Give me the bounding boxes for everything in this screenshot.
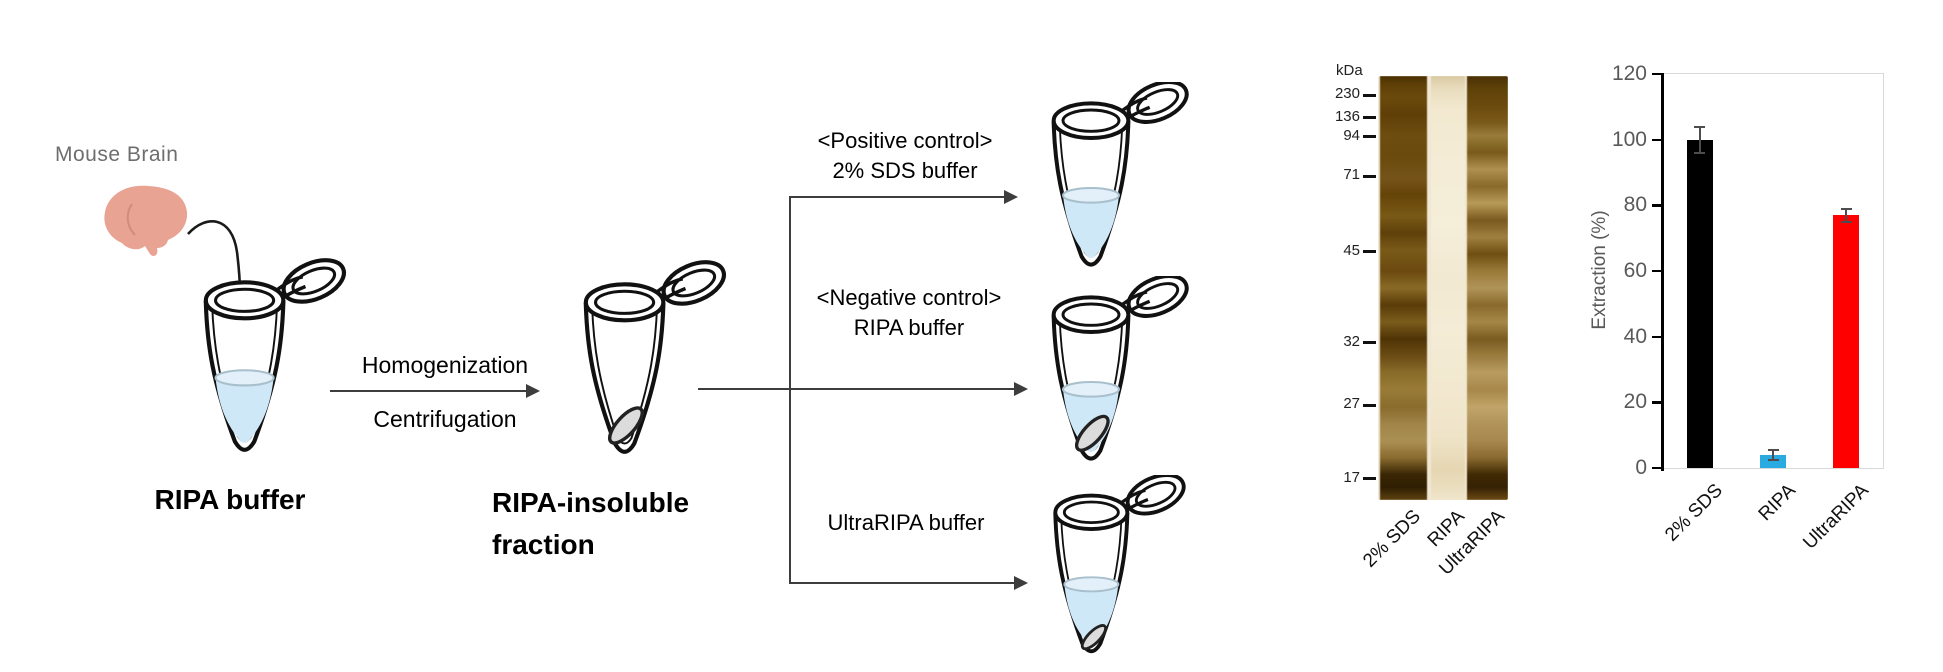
chart-y-axis-line — [1661, 73, 1664, 471]
process-step-homogenization: Homogenization — [361, 352, 529, 378]
mouse-brain-label: Mouse Brain — [55, 143, 179, 166]
y-axis-tick — [1652, 335, 1662, 338]
process-step-centrifugation: Centrifugation — [373, 406, 517, 432]
error-bar-cap-top — [1694, 125, 1706, 128]
positive-control-label: <Positive control> 2% SDS buffer — [788, 126, 1022, 186]
gel-marker-label-230: 230 — [1334, 85, 1360, 103]
branch-bottom-arrowhead-icon — [1014, 576, 1028, 590]
gel-marker-tick — [1363, 477, 1376, 481]
tube-ripa-insoluble-label-line1: RIPA-insoluble — [492, 487, 690, 518]
error-bar-cap-top — [1767, 448, 1779, 451]
y-tick-label-40: 40 — [1623, 324, 1647, 348]
homogenization-arrow-line — [330, 390, 526, 392]
y-tick-label-0: 0 — [1635, 456, 1647, 479]
y-axis-tick — [1652, 204, 1662, 207]
y-tick-label-120: 120 — [1611, 62, 1647, 85]
branch-top-arrowhead-icon — [1004, 190, 1018, 204]
gel-marker-tick — [1363, 93, 1376, 97]
gel-marker-label-94: 94 — [1343, 126, 1360, 144]
branch-top-line — [789, 196, 1006, 198]
bar-ultraripa — [1833, 215, 1860, 468]
negative-control-label: <Negative control> RIPA buffer — [788, 283, 1030, 343]
homogenization-arrowhead-icon — [526, 384, 540, 398]
gel-lane-ultraripa — [1467, 76, 1508, 500]
y-tick-label-100: 100 — [1611, 127, 1647, 151]
tube-ripa-insoluble-label-line2: fraction — [492, 529, 595, 560]
bar-ripa — [1760, 454, 1786, 468]
y-tick-label-80: 80 — [1623, 193, 1647, 217]
positive-control-header: <Positive control> — [817, 128, 993, 153]
gel-marker-tick — [1363, 135, 1376, 139]
gel-marker-label-45: 45 — [1343, 241, 1360, 259]
negative-control-buffer: RIPA buffer — [853, 315, 965, 340]
tube-ripa-result — [1040, 276, 1190, 476]
gel-marker-tick — [1363, 341, 1376, 345]
error-bar-line — [1772, 449, 1774, 460]
branch-middle-line — [698, 388, 1016, 390]
gel-marker-label-27: 27 — [1343, 395, 1360, 413]
y-tick-label-20: 20 — [1623, 390, 1647, 414]
gel-lane-ripa — [1431, 76, 1465, 500]
gel-image — [1378, 76, 1508, 500]
brain-icon — [100, 182, 192, 260]
branch-middle-arrowhead-icon — [1014, 382, 1028, 396]
tube-ripa-insoluble — [572, 260, 727, 472]
tube-ripa-buffer — [192, 258, 347, 470]
y-axis-tick — [1652, 138, 1662, 141]
gel-marker-label-71: 71 — [1343, 166, 1360, 184]
gel-lane-sds — [1380, 76, 1427, 500]
gel-marker-label-136: 136 — [1334, 107, 1360, 125]
branch-vertical-line — [789, 196, 791, 584]
ultraripa-buffer-label: UltraRIPA buffer — [827, 510, 985, 535]
error-bar-cap-bottom — [1840, 220, 1852, 223]
y-axis-tick — [1652, 401, 1662, 404]
error-bar-line — [1698, 126, 1701, 153]
error-bar-cap-bottom — [1767, 458, 1779, 461]
branch-bottom-line — [789, 582, 1016, 584]
y-tick-label-60: 60 — [1623, 259, 1647, 282]
bar-2-sds — [1686, 139, 1713, 468]
gel-marker-tick — [1363, 250, 1376, 254]
gel-marker-label-32: 32 — [1343, 332, 1360, 350]
gel-marker-tick — [1363, 116, 1376, 120]
y-axis-tick — [1652, 270, 1662, 273]
error-bar-cap-top — [1840, 207, 1852, 210]
tube-ultraripa-result — [1042, 475, 1187, 668]
tube-ripa-insoluble-label: RIPA-insoluble fraction — [492, 482, 772, 566]
tube-sds-result — [1040, 82, 1190, 282]
gel-kda-unit-label: kDa — [1336, 62, 1363, 79]
y-axis-tick — [1652, 73, 1662, 76]
negative-control-header: <Negative control> — [816, 285, 1002, 310]
error-bar-line — [1845, 208, 1848, 222]
gel-marker-tick — [1363, 403, 1376, 407]
tube-ripa-buffer-label: RIPA buffer — [154, 484, 306, 515]
gel-marker-tick — [1363, 174, 1376, 178]
y-axis-tick — [1652, 467, 1662, 470]
error-bar-cap-bottom — [1694, 151, 1706, 154]
gel-marker-label-17: 17 — [1343, 468, 1360, 486]
positive-control-buffer: 2% SDS buffer — [832, 158, 978, 183]
